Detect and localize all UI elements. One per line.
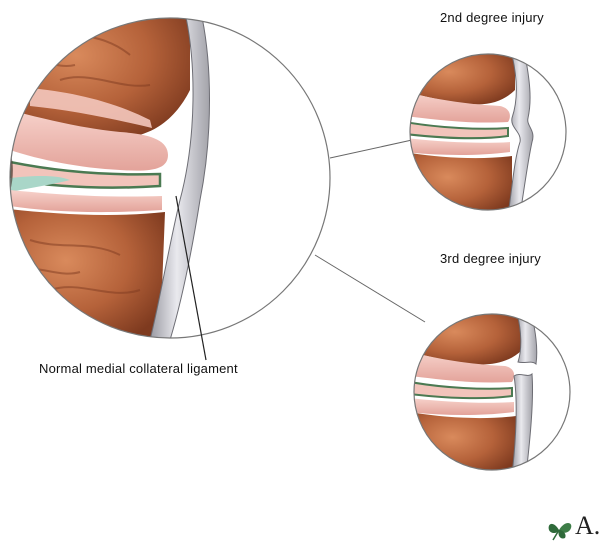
connector-line-2nd bbox=[330, 140, 412, 158]
third-degree-injury-illustration bbox=[410, 310, 570, 475]
adam-logo: A. bbox=[545, 512, 603, 541]
leaf-icon bbox=[545, 516, 575, 542]
connector-line-3rd bbox=[315, 255, 425, 322]
second-degree-label: 2nd degree injury bbox=[440, 10, 544, 25]
logo-letter: A. bbox=[575, 512, 600, 540]
normal-knee-illustration bbox=[0, 0, 330, 340]
second-degree-injury-illustration bbox=[405, 50, 566, 215]
third-degree-label: 3rd degree injury bbox=[440, 251, 541, 266]
normal-ligament-label: Normal medial collateral ligament bbox=[39, 361, 238, 376]
